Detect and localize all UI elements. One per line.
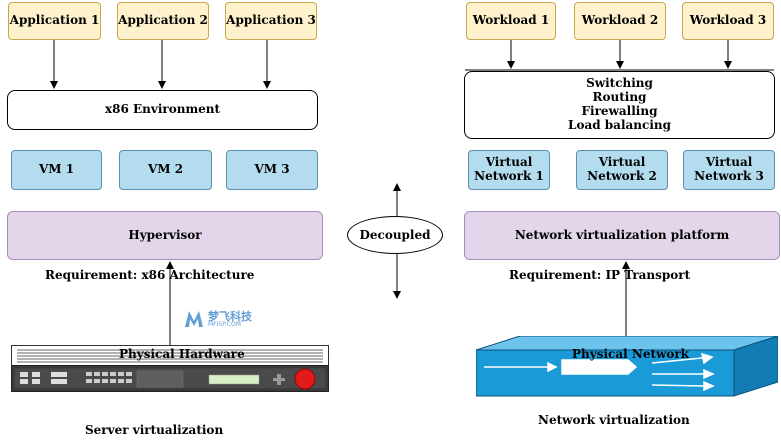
application-3-label: Application 3 bbox=[226, 13, 316, 28]
x86-environment-box: x86 Environment bbox=[7, 90, 318, 130]
workload-1-box: Workload 1 bbox=[466, 2, 556, 40]
x86-environment-label: x86 Environment bbox=[104, 102, 221, 117]
network-virtualization-caption: Network virtualization bbox=[538, 413, 690, 427]
service-firewalling: Firewalling bbox=[581, 104, 658, 118]
service-switching: Switching bbox=[586, 76, 653, 91]
workload-2-label: Workload 2 bbox=[581, 13, 659, 28]
vm-3-label: VM 3 bbox=[254, 162, 290, 177]
vm-1-box: VM 1 bbox=[11, 150, 102, 190]
network-switch-graphic bbox=[476, 336, 778, 397]
watermark-text: 梦飞科技 bbox=[208, 309, 252, 323]
physical-network-switch: Physical Network bbox=[476, 336, 778, 398]
workload-3-label: Workload 3 bbox=[689, 13, 767, 28]
workload-2-box: Workload 2 bbox=[574, 2, 666, 40]
application-2-box: Application 2 bbox=[117, 2, 209, 40]
workload-3-box: Workload 3 bbox=[682, 2, 774, 40]
physical-network-label: Physical Network bbox=[572, 347, 689, 361]
application-3-box: Application 3 bbox=[225, 2, 317, 40]
vm-3-box: VM 3 bbox=[226, 150, 318, 190]
x86-requirement-label: Requirement: x86 Architecture bbox=[45, 268, 255, 282]
ip-requirement-label: Requirement: IP Transport bbox=[509, 268, 691, 282]
server-chassis-graphic bbox=[11, 345, 329, 392]
service-load-balancing: Load balancing bbox=[568, 117, 671, 132]
hypervisor-box: Hypervisor bbox=[7, 211, 323, 260]
network-platform-box: Network virtualization platform bbox=[464, 211, 780, 260]
virtual-network-3-label: Virtual Network 3 bbox=[694, 155, 764, 183]
virtual-network-1-label: Virtual Network 1 bbox=[474, 155, 544, 183]
physical-hardware-label: Physical Hardware bbox=[119, 347, 245, 361]
virtual-network-2-box: Virtual Network 2 bbox=[576, 150, 668, 190]
vm-2-label: VM 2 bbox=[147, 162, 184, 177]
decoupled-ellipse: Decoupled bbox=[347, 216, 443, 254]
vm-2-box: VM 2 bbox=[119, 150, 212, 190]
watermark-subtext: MFISP.COM bbox=[208, 320, 241, 328]
network-services-box: Switching Routing Firewalling Load balan… bbox=[464, 71, 775, 139]
watermark-logo-icon bbox=[185, 311, 203, 327]
application-2-label: Application 2 bbox=[118, 13, 208, 28]
application-1-label: Application 1 bbox=[9, 13, 100, 28]
server-virtualization-caption: Server virtualization bbox=[85, 423, 224, 437]
hypervisor-label: Hypervisor bbox=[128, 227, 202, 242]
decoupled-label: Decoupled bbox=[359, 228, 431, 242]
watermark: 梦飞科技 MFISP.COM bbox=[183, 309, 252, 329]
application-1-box: Application 1 bbox=[8, 2, 101, 40]
vm-1-label: VM 1 bbox=[38, 162, 75, 177]
service-routing: Routing bbox=[592, 90, 647, 105]
virtual-network-3-box: Virtual Network 3 bbox=[683, 150, 775, 190]
network-platform-label: Network virtualization platform bbox=[514, 227, 730, 242]
workload-1-label: Workload 1 bbox=[472, 13, 550, 28]
physical-hardware-server: Physical Hardware bbox=[11, 345, 329, 392]
virtual-network-1-box: Virtual Network 1 bbox=[468, 150, 550, 190]
virtual-network-2-label: Virtual Network 2 bbox=[587, 155, 657, 183]
